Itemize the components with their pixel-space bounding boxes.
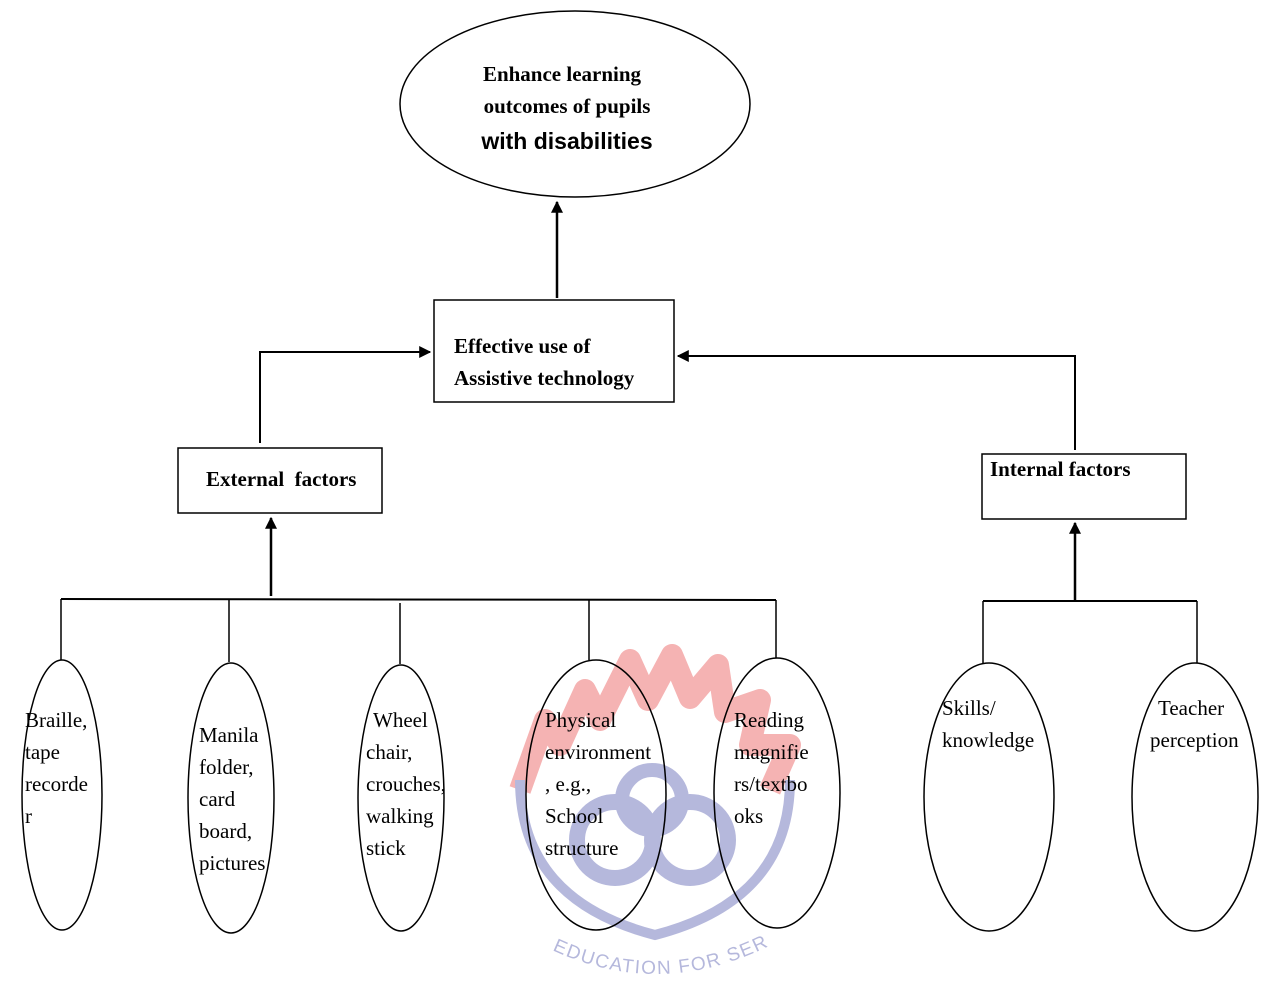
center-line-2: Assistive technology	[454, 366, 635, 390]
goal-line-2: outcomes of pupils	[484, 94, 651, 118]
watermark-sunburst	[509, 644, 801, 795]
external-item-text: Reading magnifie rs/textbo oks	[734, 708, 814, 828]
external-item-ellipse	[713, 657, 841, 929]
external-item-physical-environment: Physical environment , e.g., School stru…	[525, 659, 667, 931]
external-item-text: Braille, tape recorde r	[25, 708, 93, 828]
external-item-text: Manila folder, card board, pictures	[199, 723, 265, 875]
internal-factors-node: Internal factors	[981, 453, 1187, 520]
external-item-reading-magnifiers: Reading magnifie rs/textbo oks	[713, 657, 841, 929]
watermark-ring-top	[615, 763, 689, 837]
internal-item-text: Teacher perception	[1150, 696, 1239, 752]
external-item-ellipse	[525, 659, 667, 931]
goal-line-3: with disabilities	[480, 128, 652, 154]
watermark-seal: EDUCATION FOR SERVICE	[0, 0, 801, 979]
external-item-ellipse	[21, 659, 103, 931]
external-item-ellipse	[187, 662, 275, 934]
watermark-ring-right	[644, 794, 736, 886]
internal-item-ellipse	[923, 662, 1055, 932]
external-item-manila: Manila folder, card board, pictures	[187, 662, 275, 934]
internal-factors-box	[981, 453, 1187, 520]
internal-item-skills-knowledge: Skills/ knowledge	[923, 662, 1055, 932]
goal-line-1: Enhance learning	[483, 62, 642, 86]
watermark-shield	[515, 779, 795, 941]
connector-internal-to-center	[676, 350, 1076, 450]
internal-item-teacher-perception: Teacher perception	[1131, 662, 1259, 932]
external-item-ellipse	[357, 664, 445, 932]
external-item-text: Physical environment , e.g., School stru…	[545, 708, 656, 860]
external-factors-box	[177, 447, 383, 514]
connector-external-to-center	[259, 346, 432, 443]
center-node: Effective use of Assistive technology	[433, 299, 675, 403]
goal-ellipse	[399, 10, 751, 198]
internal-factors-label: Internal factors	[990, 457, 1131, 481]
external-item-text: Wheel chair, crouches, walking stick	[366, 708, 451, 860]
external-item-wheelchair: Wheel chair, crouches, walking stick	[357, 664, 451, 932]
internal-item-text: Skills/ knowledge	[942, 696, 1034, 752]
center-line-1: Effective use of	[454, 334, 591, 358]
goal-node: Enhance learning outcomes of pupils with…	[399, 10, 751, 198]
center-box	[433, 299, 675, 403]
external-factors-label: External factors	[206, 467, 356, 491]
external-factors-node: External factors	[177, 447, 383, 514]
external-bus-line	[60, 598, 777, 601]
external-item-braille: Braille, tape recorde r	[21, 659, 103, 931]
internal-item-ellipse	[1131, 662, 1259, 932]
